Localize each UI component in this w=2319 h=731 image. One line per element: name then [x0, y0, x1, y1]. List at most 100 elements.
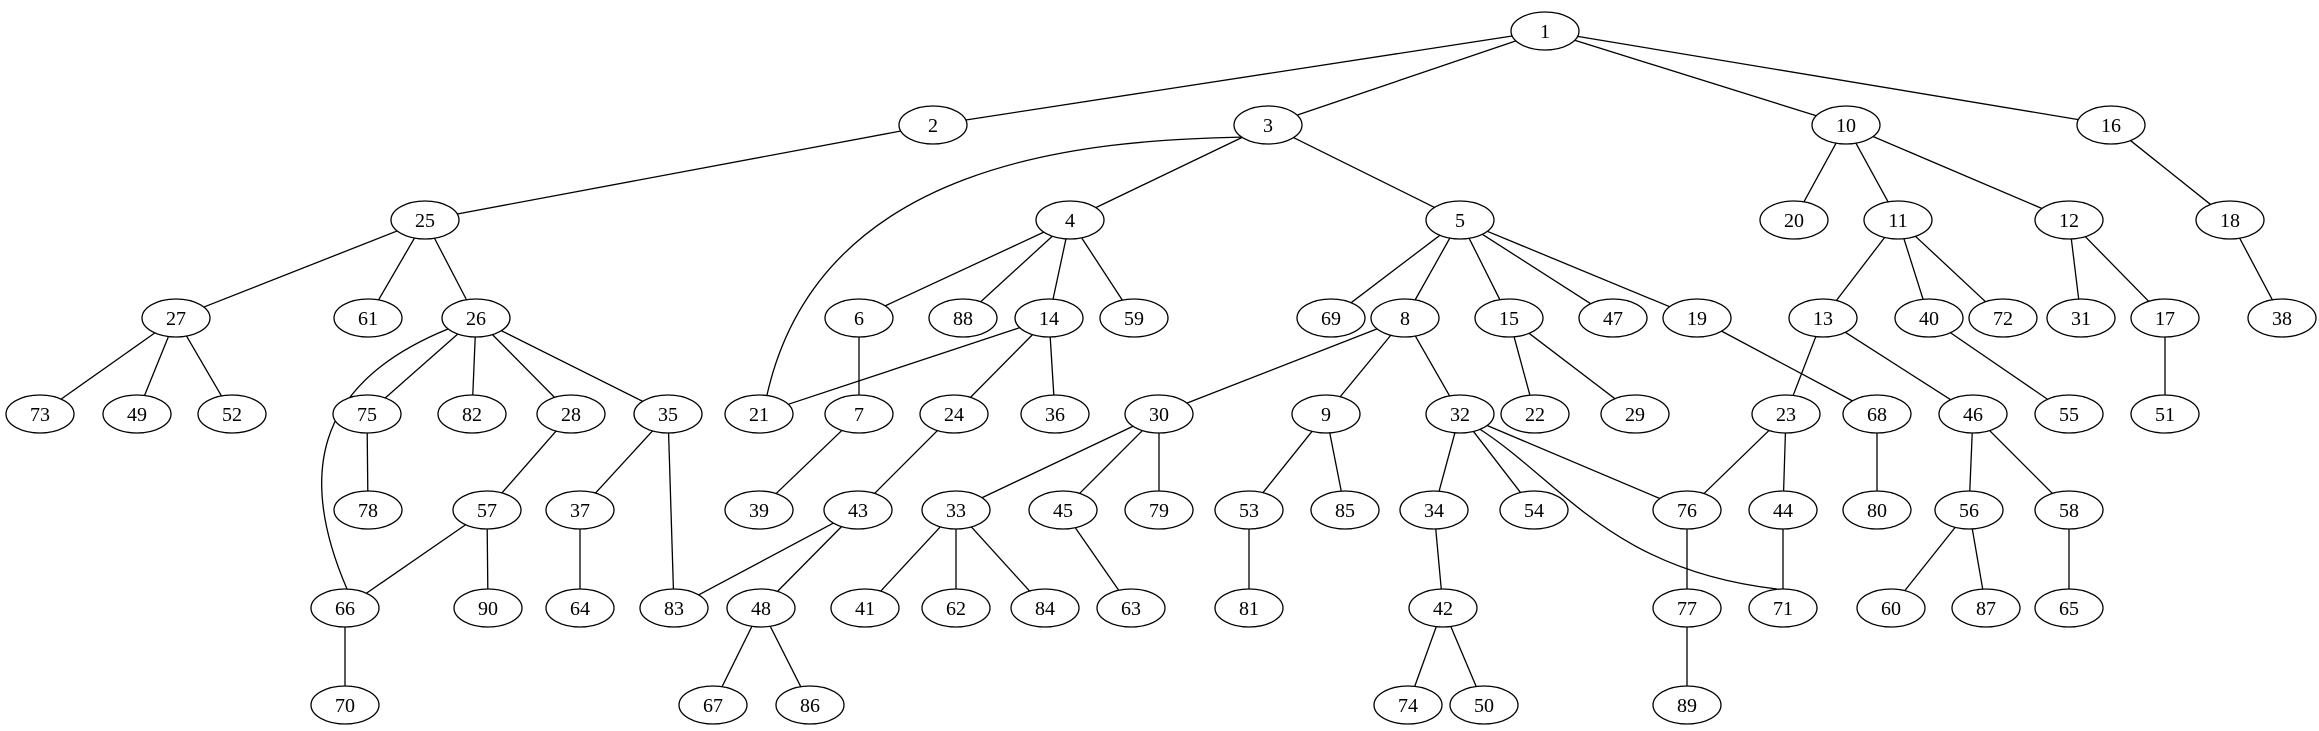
node-64: 64: [545, 588, 615, 628]
node-label: 79: [1149, 500, 1169, 522]
node-label: 89: [1677, 695, 1697, 717]
node-9: 9: [1291, 394, 1361, 434]
node-ellipse: [1020, 394, 1090, 434]
node-label: 38: [2272, 308, 2292, 330]
node-ellipse: [1856, 588, 1926, 628]
node-label: 7: [854, 404, 864, 426]
edge-10-11: [1855, 142, 1889, 203]
node-label: 26: [466, 308, 486, 330]
node-58: 58: [2034, 490, 2104, 530]
node-52: 52: [197, 394, 267, 434]
node-label: 29: [1625, 404, 1645, 426]
edge-1-3: [1296, 40, 1517, 116]
node-label: 24: [944, 404, 964, 426]
edge-40-55: [1950, 332, 2048, 400]
node-label: 34: [1424, 500, 1444, 522]
node-ellipse: [1652, 685, 1722, 725]
node-7: 7: [824, 394, 894, 434]
edge-9-85: [1329, 432, 1342, 492]
node-77: 77: [1652, 588, 1722, 628]
node-ellipse: [921, 588, 991, 628]
edge-5-15: [1468, 238, 1501, 300]
edge-27-73: [60, 332, 156, 400]
node-label: 86: [800, 695, 820, 717]
node-label: 28: [561, 404, 581, 426]
node-15: 15: [1474, 298, 1544, 338]
edge-9-53: [1262, 430, 1313, 494]
node-label: 10: [1836, 115, 1856, 137]
node-ellipse: [1811, 105, 1881, 145]
node-ellipse: [1010, 588, 1080, 628]
node-ellipse: [1399, 490, 1469, 530]
node-ellipse: [1500, 394, 1570, 434]
node-ellipse: [452, 490, 522, 530]
node-label: 8: [1400, 308, 1410, 330]
node-ellipse: [928, 298, 998, 338]
node-61: 61: [333, 298, 403, 338]
node-60: 60: [1856, 588, 1926, 628]
node-label: 47: [1603, 308, 1623, 330]
node-label: 43: [848, 500, 868, 522]
edge-5-69: [1350, 234, 1441, 304]
edge-26-75: [384, 333, 459, 399]
edge-26-28: [491, 334, 556, 398]
node-label: 6: [854, 308, 864, 330]
edge-32-71: [1477, 427, 1778, 590]
node-label: 50: [1474, 695, 1494, 717]
node-3: 3: [1233, 105, 1303, 145]
edge-45-63: [1074, 527, 1120, 591]
edge-26-66: [320, 328, 449, 590]
node-label: 11: [1888, 210, 1907, 232]
node-31: 31: [2046, 298, 2116, 338]
node-ellipse: [437, 394, 507, 434]
edge-27-49: [143, 336, 170, 396]
node-21: 21: [724, 394, 794, 434]
node-label: 73: [30, 404, 50, 426]
edge-57-90: [486, 528, 489, 590]
edge-25-26: [433, 237, 468, 301]
node-ellipse: [1652, 490, 1722, 530]
edge-35-37: [595, 430, 653, 494]
node-ellipse: [2247, 298, 2317, 338]
node-label: 35: [658, 404, 678, 426]
edge-4-59: [1081, 237, 1123, 301]
node-6: 6: [824, 298, 894, 338]
node-ellipse: [333, 298, 403, 338]
node-38: 38: [2247, 298, 2317, 338]
node-ellipse: [536, 394, 606, 434]
node-54: 54: [1499, 490, 1569, 530]
node-40: 40: [1894, 298, 1964, 338]
node-71: 71: [1748, 588, 1818, 628]
node-label: 3: [1263, 115, 1273, 137]
edge-3-5: [1293, 137, 1435, 208]
edge-42-50: [1450, 626, 1477, 687]
edge-56-87: [1971, 528, 1984, 590]
node-label: 87: [1976, 598, 1996, 620]
edge-11-13: [1835, 237, 1886, 301]
edge-10-12: [1872, 135, 2043, 210]
node-36: 36: [1020, 394, 1090, 434]
node-ellipse: [919, 394, 989, 434]
edge-43-83: [698, 522, 834, 596]
node-ellipse: [1124, 490, 1194, 530]
node-48: 48: [726, 588, 796, 628]
node-label: 81: [1239, 598, 1259, 620]
node-57: 57: [452, 490, 522, 530]
node-ellipse: [775, 685, 845, 725]
node-ellipse: [1124, 394, 1194, 434]
node-label: 46: [1963, 404, 1983, 426]
edge-12-31: [2070, 238, 2080, 300]
edge-8-9: [1339, 334, 1392, 398]
node-ellipse: [1370, 298, 1440, 338]
node-ellipse: [1099, 298, 1169, 338]
edge-26-82: [472, 336, 476, 396]
node-ellipse: [1014, 298, 1084, 338]
node-ellipse: [1291, 394, 1361, 434]
edge-25-27: [203, 230, 398, 308]
edge-4-6: [884, 231, 1045, 307]
node-ellipse: [1842, 490, 1912, 530]
edge-46-56: [1969, 432, 1973, 492]
node-label: 69: [1321, 308, 1341, 330]
node-51: 51: [2130, 394, 2200, 434]
